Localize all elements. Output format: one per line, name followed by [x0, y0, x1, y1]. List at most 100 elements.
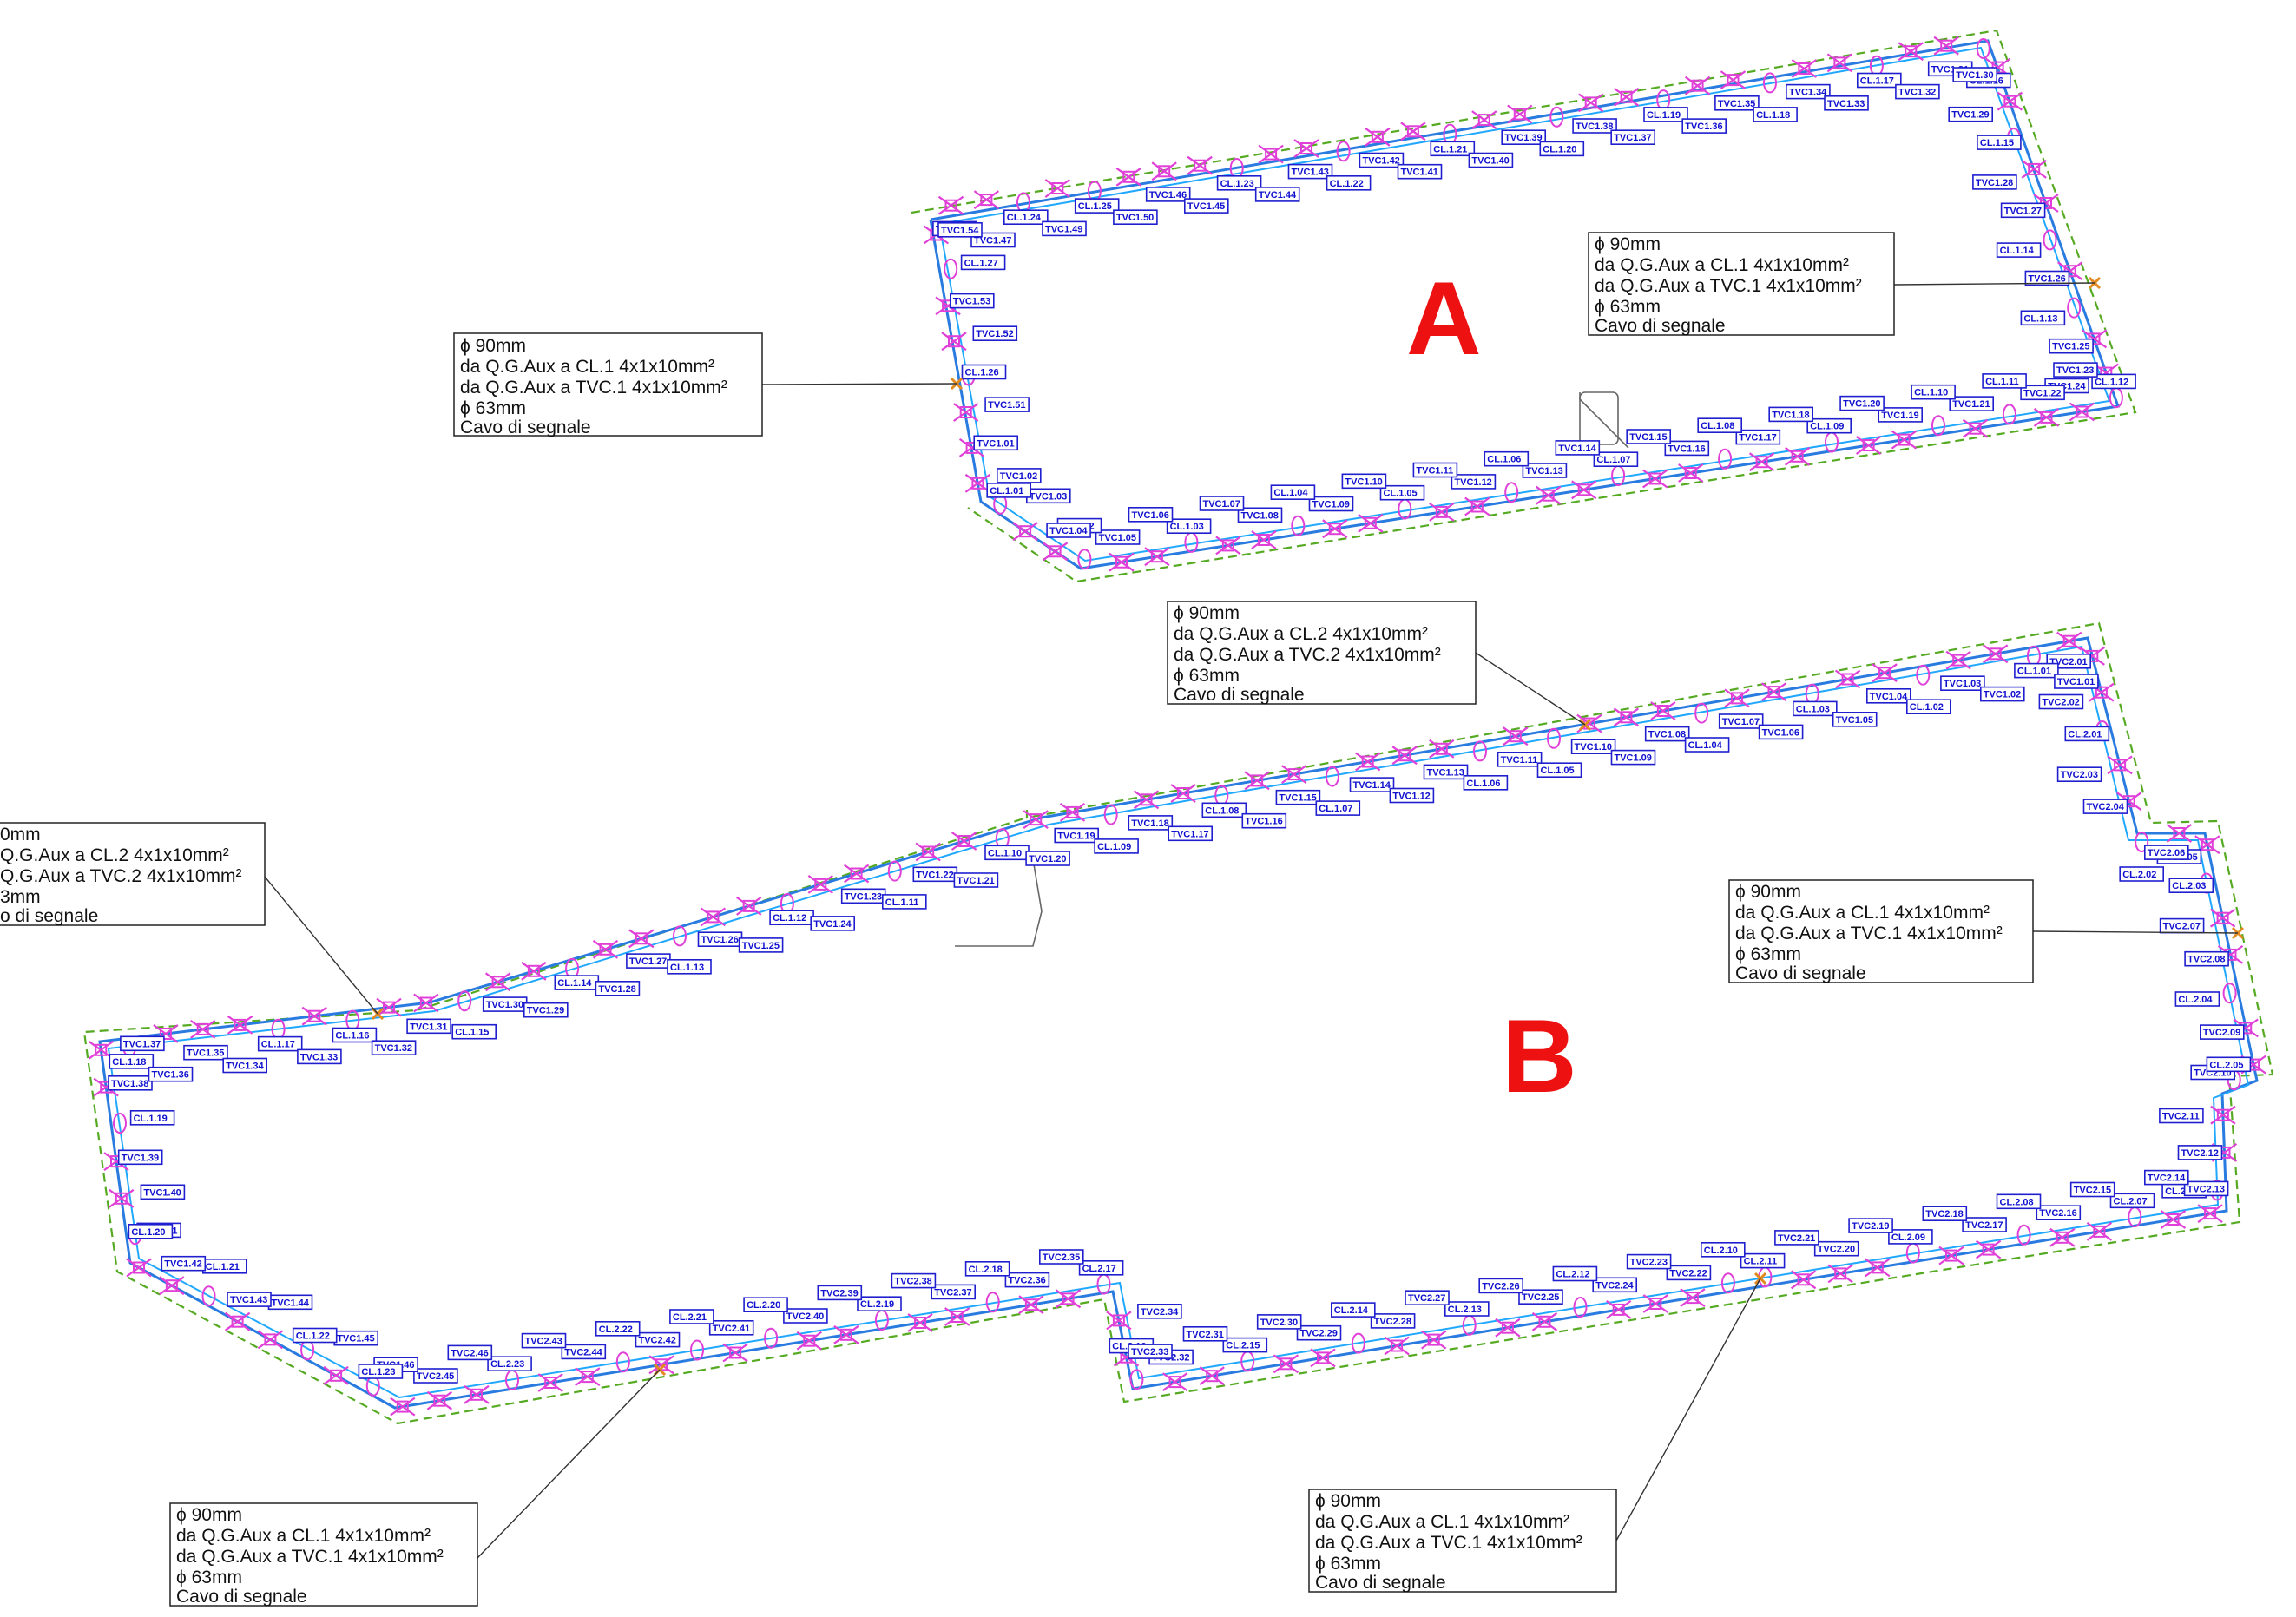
floodlight-device-icon — [2160, 1210, 2187, 1229]
device-tag-label: CL.2.12 — [1556, 1270, 1589, 1280]
note-line: ϕ 90mm — [1315, 1491, 1381, 1511]
device-tag: CL.1.18 — [109, 1054, 155, 1069]
device-tag: CL.1.22 — [1326, 175, 1372, 191]
floodlight-device-icon — [2197, 1204, 2223, 1223]
device-tag: TVC1.18 — [1128, 815, 1174, 831]
device-tag-label: TVC1.22 — [2023, 388, 2061, 398]
device-tag: TVC1.21 — [953, 872, 999, 888]
device-tag: TVC1.05 — [1095, 529, 1141, 545]
note-line: da Q.G.Aux a CL.1 4x1x10mm² — [460, 357, 714, 377]
floodlight-device-icon — [833, 1324, 859, 1344]
device-tag: TVC1.13 — [1522, 463, 1568, 478]
device-tag-label: CL.1.05 — [1541, 766, 1575, 776]
note-line: Cavo di segnale — [1315, 1573, 1446, 1593]
device-tag: TVC1.29 — [1948, 106, 1993, 122]
floodlight-device-icon — [1606, 1300, 1632, 1319]
device-tag-label: CL.2.21 — [673, 1312, 707, 1323]
device-tag-label: TVC1.23 — [845, 891, 882, 902]
floodlight-device-icon — [1684, 76, 1711, 95]
device-tag: TVC2.44 — [561, 1344, 607, 1360]
device-tag: TVC1.16 — [1664, 440, 1710, 457]
device-tag-label: TVC2.20 — [1818, 1245, 1855, 1255]
floodlight-device-icon — [1161, 1372, 1188, 1391]
floodlight-device-icon — [807, 875, 833, 894]
floodlight-device-icon — [1826, 53, 1853, 73]
device-tag-label: CL.1.01 — [990, 486, 1023, 496]
note-line: da Q.G.Aux a TVC.1 4x1x10mm² — [460, 378, 727, 398]
note-line: ϕ 63mm — [1315, 1554, 1381, 1574]
device-tag: TVC2.42 — [635, 1331, 681, 1348]
note-line: ϕ 63mm — [1735, 944, 1801, 964]
floodlight-device-icon — [1898, 42, 1924, 62]
device-tag-label: TVC1.10 — [1345, 477, 1382, 487]
device-tag-label: TVC1.15 — [1629, 432, 1667, 443]
device-tag: TVC2.19 — [1848, 1218, 1893, 1233]
floodlight-device-icon — [1613, 87, 1640, 107]
device-tag-label: TVC1.37 — [1614, 133, 1651, 143]
device-tag: TVC2.38 — [891, 1272, 937, 1289]
floodlight-device-icon — [722, 1343, 748, 1363]
floodlight-device-icon — [1281, 765, 1307, 784]
floodlight-device-icon — [1400, 122, 1426, 141]
device-tag-label: TVC1.43 — [1292, 168, 1329, 178]
note-line: ϕ 63mm — [1174, 666, 1240, 686]
floodlight-device-icon — [1018, 1295, 1044, 1315]
device-tag-label: TVC2.39 — [820, 1288, 858, 1298]
device-tag-label: TVC2.26 — [1482, 1281, 1519, 1292]
floodlight-device-icon — [1571, 480, 1597, 500]
lamp-icon — [1129, 1369, 1144, 1390]
device-tag: CL.1.10 — [1911, 384, 1956, 400]
device-tag-label: TVC2.08 — [2187, 955, 2225, 965]
floodlight-device-icon — [1429, 739, 1455, 759]
device-tag-label: TVC1.26 — [2028, 274, 2065, 285]
device-tag: TVC1.32 — [371, 1040, 417, 1055]
device-tag: TVC1.26 — [2024, 270, 2070, 286]
floodlight-device-icon — [2069, 402, 2095, 422]
device-tag: TVC1.14 — [1349, 777, 1395, 792]
device-tag-label: CL.2.22 — [599, 1324, 633, 1335]
device-tag-label: TVC1.03 — [1030, 491, 1067, 502]
floodlight-device-icon — [1251, 530, 1277, 549]
lamp-icon — [1976, 38, 1990, 59]
device-tag: CL.2.01 — [2064, 726, 2110, 742]
device-tag: TVC2.39 — [817, 1285, 863, 1301]
device-tag-label: TVC1.14 — [1353, 780, 1391, 791]
device-tag-label: CL.1.07 — [1319, 804, 1352, 814]
device-tag: TVC1.06 — [1758, 724, 1804, 740]
device-tag-label: CL.1.12 — [2095, 377, 2128, 387]
device-tag-label: TVC2.17 — [1965, 1220, 2003, 1231]
device-tag: TVC1.02 — [1980, 686, 2025, 702]
device-tag: CL.1.01 — [986, 483, 1031, 498]
lamp-icon — [690, 1339, 704, 1361]
device-tag: TVC1.42 — [1359, 152, 1405, 168]
device-tag: CL.2.21 — [669, 1309, 714, 1324]
device-tag-label: TVC1.36 — [1685, 122, 1722, 132]
device-tag: TVC2.15 — [2069, 1181, 2115, 1198]
device-tag: TVC1.09 — [1308, 496, 1354, 512]
device-tag-label: TVC1.13 — [1427, 767, 1464, 778]
device-tag: CL.1.03 — [1166, 518, 1212, 535]
device-tag: CL.1.06 — [1484, 450, 1530, 467]
device-tag: CL.1.19 — [1643, 107, 1688, 122]
note-line: da Q.G.Aux a TVC.1 4x1x10mm² — [176, 1547, 444, 1567]
device-tag-label: TVC1.41 — [1401, 168, 1438, 178]
floodlight-device-icon — [628, 929, 655, 949]
lamp-icon — [985, 1292, 1000, 1313]
zone-b-label: B — [1502, 998, 1577, 1114]
device-tag-label: TVC1.34 — [1789, 88, 1827, 98]
device-tag: TVC1.44 — [1254, 187, 1300, 202]
floodlight-device-icon — [1464, 496, 1490, 516]
device-tag: CL.2.14 — [1331, 1302, 1376, 1318]
device-tag-label: TVC1.31 — [410, 1022, 447, 1032]
device-tag-label: TVC1.07 — [1203, 499, 1240, 509]
device-tag: CL.2.08 — [1996, 1193, 2042, 1210]
device-tag-label: TVC2.24 — [1595, 1280, 1634, 1291]
device-tag-label: TVC1.20 — [1843, 399, 1880, 410]
device-tag: TVC2.11 — [2159, 1108, 2204, 1124]
device-tag-label: TVC1.01 — [2057, 677, 2095, 687]
floodlight-device-icon — [2209, 908, 2236, 928]
lamp-icon — [1336, 141, 1351, 162]
device-tag-label: TVC1.25 — [2052, 342, 2089, 352]
floodlight-device-icon — [1365, 127, 1391, 147]
floodlight-device-icon — [1891, 430, 1918, 450]
